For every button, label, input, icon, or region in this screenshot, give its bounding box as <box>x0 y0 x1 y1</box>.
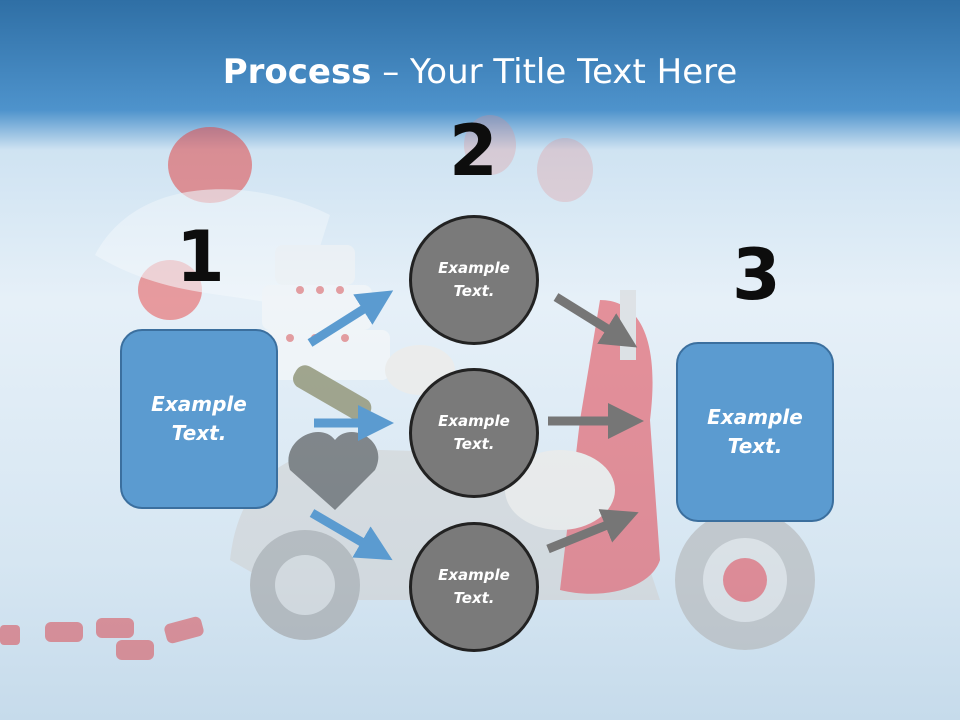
step-number-3: 3 <box>732 234 781 316</box>
can-shape <box>45 622 83 642</box>
left-box-text: Example Text. <box>151 392 247 445</box>
balloon-shape <box>168 127 252 203</box>
can-shape <box>0 625 20 645</box>
step-number-1: 1 <box>176 216 225 298</box>
right-box-text: Example Text. <box>707 405 803 458</box>
blue-arrow-down <box>309 509 393 561</box>
title-bold: Process <box>222 52 372 92</box>
balloon-shape <box>537 138 593 202</box>
circle-middle-text: Example Text. <box>438 412 510 453</box>
circle-bottom-text: Example Text. <box>438 566 510 607</box>
gray-arrow-up <box>546 509 639 554</box>
title-rest: – Your Title Text Here <box>371 52 738 92</box>
can-shape <box>164 616 204 644</box>
heart-sign-shape <box>288 431 379 510</box>
blue-arrow-up <box>307 290 394 347</box>
balloon-shape <box>464 115 516 175</box>
balloon-shape <box>138 260 202 320</box>
slide-title: Process – Your Title Text Here <box>0 52 960 92</box>
left-text-box: Example Text. <box>120 329 278 509</box>
process-circle-middle: Example Text. <box>409 368 539 498</box>
can-shape <box>96 618 134 638</box>
circle-top-text: Example Text. <box>438 259 510 300</box>
process-circle-top: Example Text. <box>409 215 539 345</box>
process-circle-bottom: Example Text. <box>409 522 539 652</box>
veil-shape <box>95 189 330 310</box>
gray-arrow-down <box>553 293 638 348</box>
step-number-2: 2 <box>449 110 498 192</box>
flowers-shape <box>505 450 615 530</box>
cake-shape <box>275 245 355 285</box>
cake-shape <box>250 330 390 380</box>
bottle-shape <box>293 365 372 422</box>
right-text-box: Example Text. <box>676 342 834 522</box>
can-shape <box>116 640 154 660</box>
